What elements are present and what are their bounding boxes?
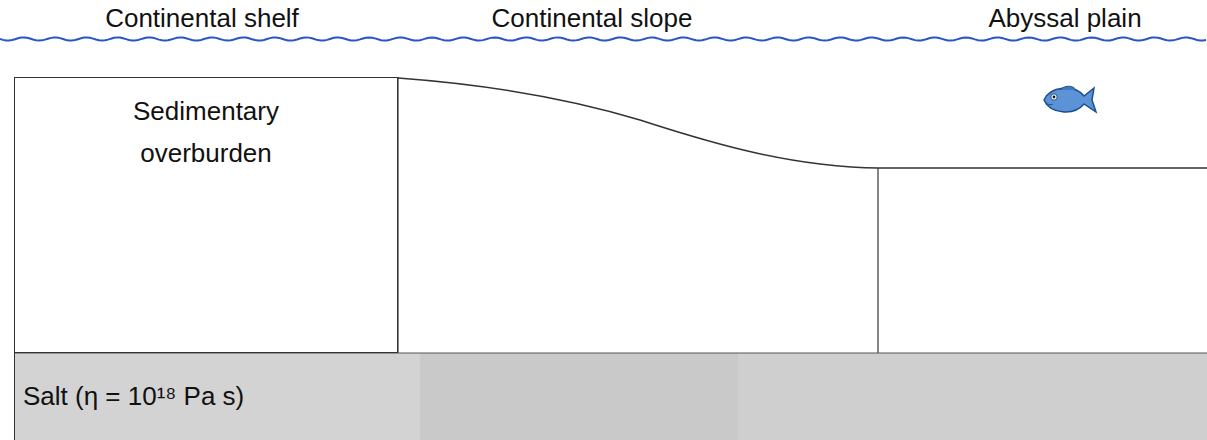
sea-surface xyxy=(0,37,1206,40)
zone-label: Continental slope xyxy=(492,3,693,34)
salt-shade xyxy=(420,353,738,440)
salt-layer xyxy=(14,353,1207,440)
zone-label: Abyssal plain xyxy=(988,3,1141,34)
seafloor-profile xyxy=(398,78,1207,168)
salt-shade xyxy=(738,353,1207,440)
section-divider xyxy=(877,168,878,353)
region-label: Sedimentary overburden xyxy=(106,90,306,174)
fish-icon xyxy=(1044,86,1096,112)
overburden-box: Sedimentary overburden xyxy=(14,77,398,353)
layer-label: Salt (η = 10¹⁸ Pa s) xyxy=(23,381,1199,412)
salt-band: Salt (η = 10¹⁸ Pa s) xyxy=(14,353,1207,440)
zone-label: Continental shelf xyxy=(105,3,299,34)
